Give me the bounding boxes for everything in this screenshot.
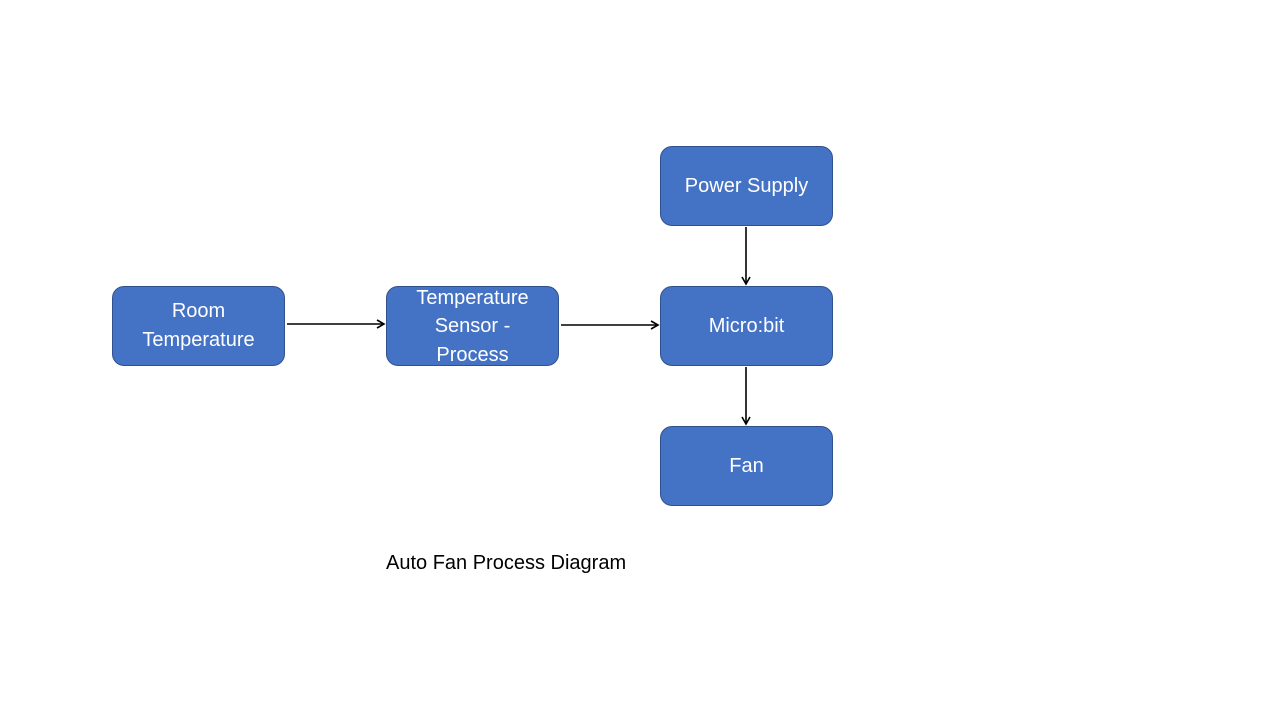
microbit-box: Micro:bit	[660, 286, 833, 366]
power-supply-label: Power Supply	[684, 174, 809, 197]
fan-label: Fan	[729, 454, 764, 477]
room-temperature-box: Room Temperature	[112, 286, 285, 366]
diagram-caption: Auto Fan Process Diagram	[386, 552, 627, 574]
microbit-label: Micro:bit	[708, 314, 785, 337]
temperature-sensor-box: Temperature Sensor - Process	[386, 286, 559, 366]
temperature-sensor-label: Temperature Sensor - Process	[416, 286, 529, 366]
fan-box: Fan	[660, 426, 833, 506]
power-supply-box: Power Supply	[660, 146, 833, 226]
room-temperature-label: Room Temperature	[142, 300, 255, 351]
